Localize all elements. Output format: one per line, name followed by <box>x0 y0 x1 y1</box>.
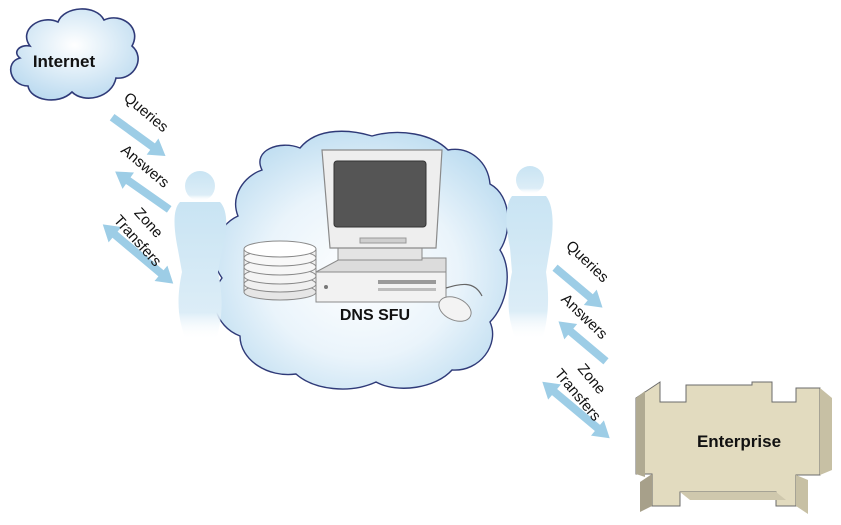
computer-base-unit <box>315 257 447 303</box>
right-zone-transfers-arrow <box>542 381 610 439</box>
left-person-silhouette <box>174 171 227 340</box>
server-label: DNS SFU <box>340 307 410 324</box>
right-queries-arrow <box>552 264 603 308</box>
right-answers-arrow <box>558 321 609 365</box>
left-queries-arrow <box>109 113 166 156</box>
left-answers-arrow <box>115 171 172 213</box>
monitor-icon <box>321 149 443 261</box>
right-person-silhouette <box>506 166 553 340</box>
mouse-icon <box>438 283 483 322</box>
left-zone-transfers-arrow <box>102 224 174 284</box>
internet-cloud: Internet <box>9 8 139 101</box>
disk-stack-icon <box>243 240 317 301</box>
internet-label: Internet <box>33 52 96 71</box>
enterprise-label: Enterprise <box>697 432 781 451</box>
enterprise-building: Enterprise <box>635 381 832 514</box>
